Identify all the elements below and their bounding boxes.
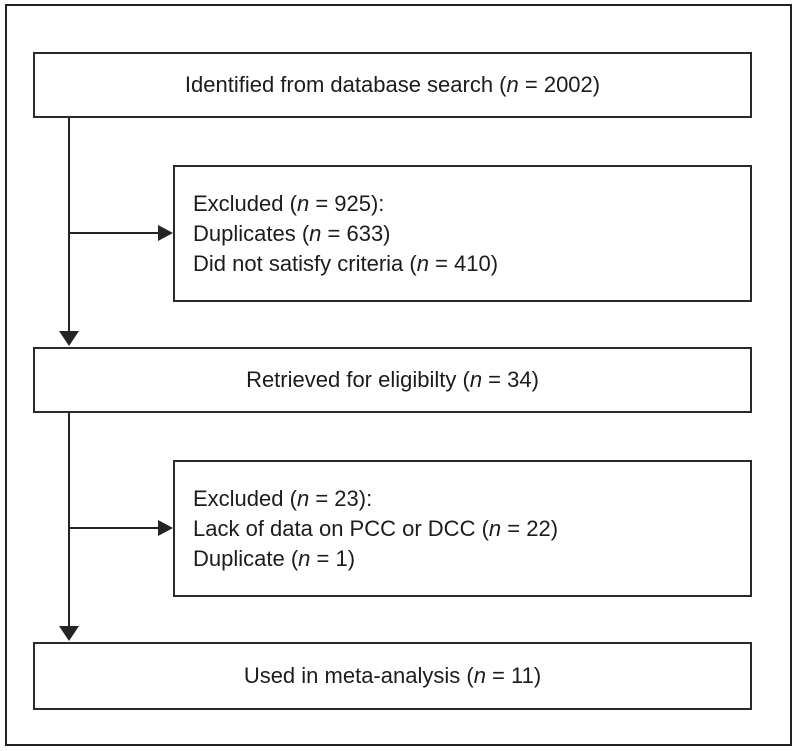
box-excluded-eligibility: Excluded (n = 23): Lack of data on PCC o… bbox=[173, 460, 752, 597]
n-symbol: n bbox=[298, 545, 311, 571]
text-segment: Did not satisfy criteria ( bbox=[193, 250, 417, 276]
n-symbol: n bbox=[416, 250, 429, 276]
n-symbol: n bbox=[488, 515, 502, 541]
arrowhead-right-icon-2 bbox=[158, 520, 173, 536]
text-segment: Duplicate ( bbox=[193, 545, 299, 571]
arrowhead-down-icon-2 bbox=[59, 626, 79, 641]
n-symbol: n bbox=[473, 663, 486, 688]
arrowhead-right-icon-1 bbox=[158, 225, 173, 241]
excluded1-line-1: Excluded (n = 925): bbox=[193, 189, 384, 219]
box-excluded-first-screening: Excluded (n = 925): Duplicates (n = 633)… bbox=[173, 165, 752, 302]
connector-branch-line-1 bbox=[69, 232, 159, 234]
text-segment: = 410) bbox=[428, 250, 499, 276]
box-identified-from-database-search: Identified from database search (n = 200… bbox=[33, 52, 752, 118]
text-segment: Lack of data on PCC or DCC ( bbox=[193, 515, 489, 541]
n-symbol: n bbox=[469, 367, 483, 392]
text-segment: Used in meta-analysis ( bbox=[243, 663, 474, 688]
n-symbol: n bbox=[506, 72, 519, 97]
n-symbol: n bbox=[296, 190, 310, 216]
box-used-in-meta-analysis: Used in meta-analysis (n = 11) bbox=[33, 642, 752, 710]
text-segment: = 23): bbox=[309, 485, 373, 511]
box-used-label: Used in meta-analysis (n = 11) bbox=[244, 661, 541, 691]
connector-branch-line-2 bbox=[69, 527, 159, 529]
text-segment: Excluded ( bbox=[193, 190, 297, 216]
connector-vertical-line-1 bbox=[68, 118, 70, 332]
text-segment: Duplicates ( bbox=[193, 220, 310, 246]
box-retrieved-for-eligibility: Retrieved for eligibilty (n = 34) bbox=[33, 347, 752, 413]
text-segment: Retrieved for eligibilty ( bbox=[246, 367, 470, 392]
text-segment: = 34) bbox=[482, 367, 539, 392]
arrowhead-down-icon-1 bbox=[59, 331, 79, 346]
text-segment: = 2002) bbox=[518, 72, 601, 97]
text-segment: = 925): bbox=[309, 190, 385, 216]
excluded1-line-3: Did not satisfy criteria (n = 410) bbox=[193, 249, 498, 279]
box-retrieved-label: Retrieved for eligibilty (n = 34) bbox=[246, 365, 539, 395]
text-segment: = 22) bbox=[501, 515, 559, 541]
excluded1-line-2: Duplicates (n = 633) bbox=[193, 219, 391, 249]
text-segment: Excluded ( bbox=[193, 485, 297, 511]
text-segment: Identified from database search ( bbox=[184, 72, 507, 97]
n-symbol: n bbox=[309, 220, 322, 246]
n-symbol: n bbox=[296, 485, 310, 511]
text-segment: = 11) bbox=[485, 663, 542, 688]
text-segment: = 633) bbox=[321, 220, 391, 246]
excluded2-line-3: Duplicate (n = 1) bbox=[193, 544, 355, 574]
text-segment: = 1) bbox=[310, 545, 356, 571]
box-identified-label: Identified from database search (n = 200… bbox=[185, 70, 600, 100]
connector-vertical-line-2 bbox=[68, 413, 70, 627]
excluded2-line-2: Lack of data on PCC or DCC (n = 22) bbox=[193, 514, 558, 544]
excluded2-line-1: Excluded (n = 23): bbox=[193, 484, 372, 514]
